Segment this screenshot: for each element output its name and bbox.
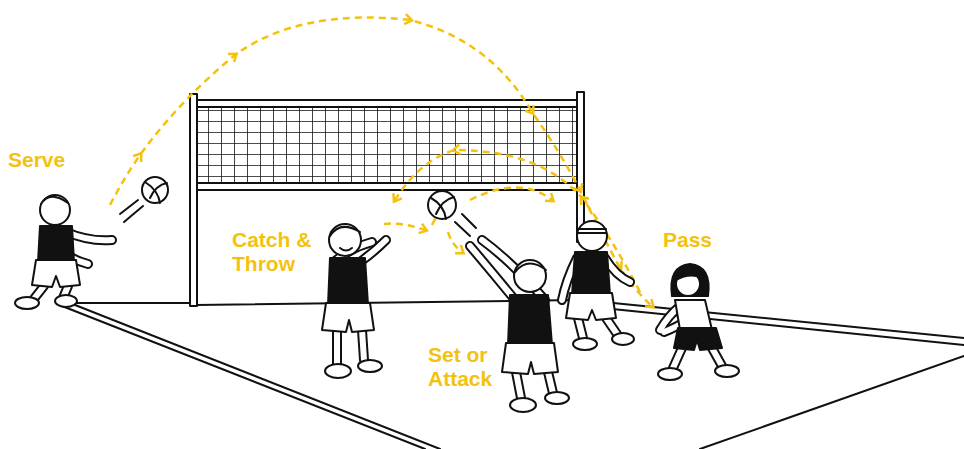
server-player <box>15 195 112 309</box>
back-player <box>562 221 634 350</box>
step-label: Serve <box>8 148 98 172</box>
volleyball <box>428 191 476 236</box>
step-label: Set or Attack <box>428 343 498 391</box>
passing-player <box>658 264 739 380</box>
step-label: Pass <box>663 228 743 252</box>
volleyball-net <box>190 92 584 306</box>
volleyball <box>120 177 168 222</box>
step-label: Catch & Throw <box>232 228 317 276</box>
catching-player <box>322 224 386 378</box>
